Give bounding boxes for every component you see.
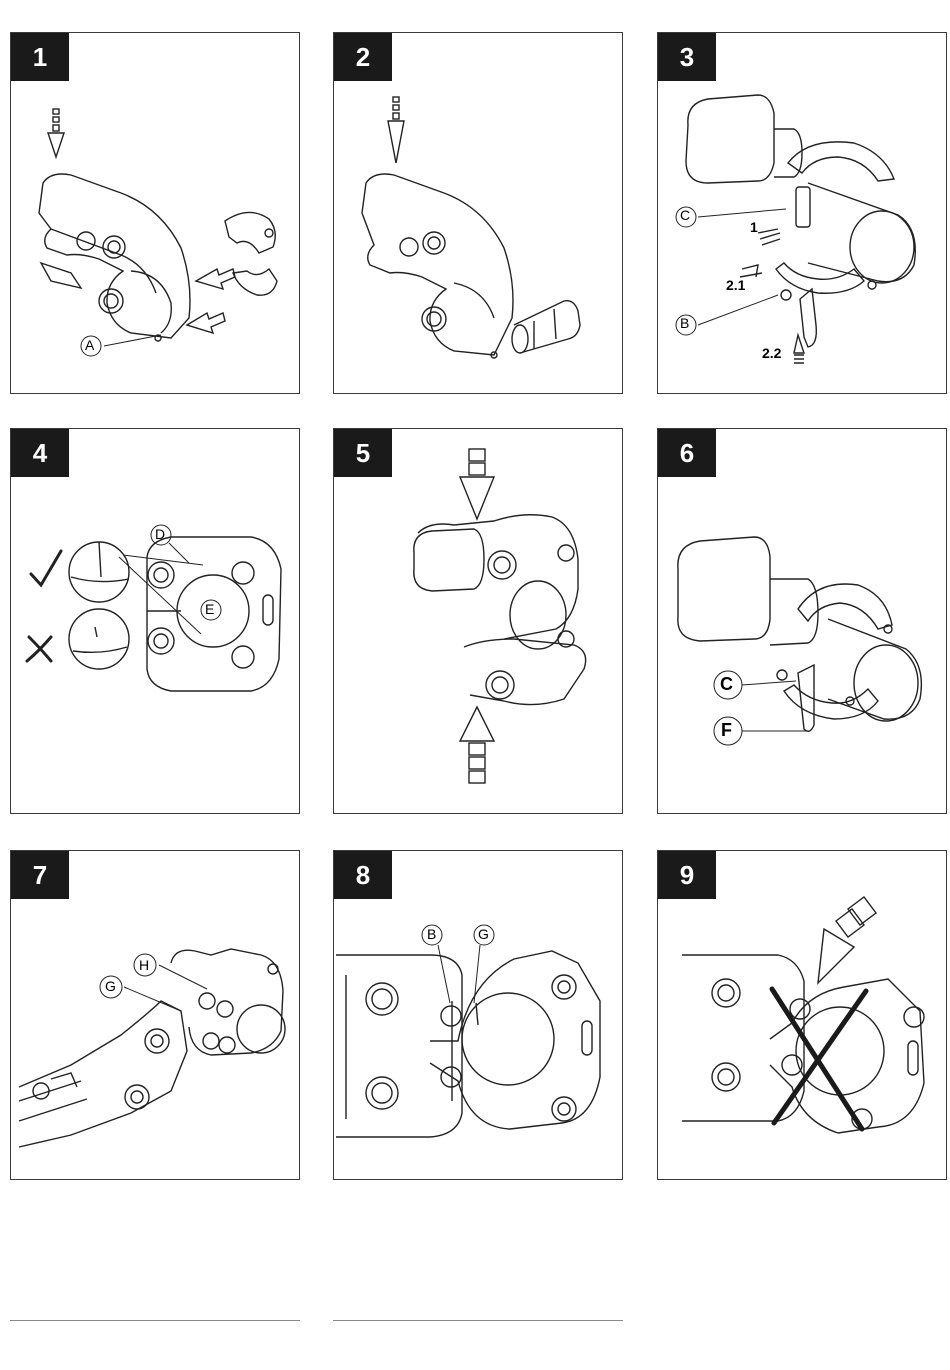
- callout-label-h: H: [139, 957, 149, 973]
- press-jaw-drawing: [362, 174, 513, 358]
- step-panel-5: 5: [333, 428, 623, 814]
- footer-divider-middle: [333, 1320, 623, 1321]
- step-panel-9: 9: [657, 850, 947, 1180]
- step-label-2-1: 2.1: [726, 277, 745, 293]
- down-arrow-icon: [388, 97, 404, 163]
- down-arrow-icon: [48, 109, 64, 157]
- press-ring-drawing: [171, 949, 285, 1055]
- footer-divider-left: [10, 1320, 300, 1321]
- checkmark-icon: [31, 551, 61, 585]
- step-panel-8: 8 B G: [333, 850, 623, 1180]
- press-tool-drawing: [682, 955, 804, 1121]
- step-panel-4: 4 D E: [10, 428, 300, 814]
- illustration-close-ring: [334, 429, 623, 814]
- step-label-2-2: 2.2: [762, 345, 781, 361]
- press-tool-drawing: [336, 955, 462, 1137]
- callout-label-e: E: [205, 601, 214, 617]
- callout-label-c: C: [720, 674, 733, 695]
- illustration-ring-on-pipe: [658, 33, 947, 394]
- magnifier-wrong: [69, 609, 129, 669]
- step-panel-1: 1 A: [10, 32, 300, 394]
- press-jaw-drawing: [39, 174, 190, 341]
- press-ring-drawing: [414, 515, 586, 705]
- step-panel-2: 2: [333, 32, 623, 394]
- callout-label-g: G: [105, 978, 116, 994]
- rotate-arrow-icon: [740, 229, 804, 363]
- illustration-ring-locked: [658, 429, 947, 814]
- callout-label-b: B: [680, 315, 689, 331]
- press-ring-drawing: [777, 584, 892, 731]
- up-arrow-icon: [460, 707, 494, 783]
- callout-label-g: G: [478, 926, 489, 942]
- step-panel-3: 3 C B 1 2.1 2.2: [657, 32, 947, 394]
- magnifier-correct: [69, 542, 129, 602]
- illustration-press-jaw-with-inserts: [334, 33, 623, 394]
- callout-label-d: D: [155, 526, 165, 542]
- diagonal-arrow-icon: [818, 897, 876, 983]
- step-panel-6: 6 C F: [657, 428, 947, 814]
- pipe-fitting-drawing: [512, 301, 580, 353]
- down-arrow-icon: [460, 449, 494, 519]
- insert-arrow-icon: [187, 269, 235, 333]
- prohibited-cross-icon: [772, 989, 866, 1129]
- step-label-1: 1: [750, 219, 758, 235]
- press-ring-drawing: [430, 951, 600, 1129]
- callout-label-f: F: [721, 720, 732, 741]
- step-panel-7: 7 H G: [10, 850, 300, 1180]
- cross-icon: [27, 637, 51, 661]
- press-tool-drawing: [19, 1001, 187, 1147]
- callout-label-a: A: [85, 337, 94, 353]
- illustration-press-jaw-insert-inserts: [11, 33, 300, 394]
- illustration-misalignment-prohibited: [658, 851, 947, 1180]
- pipe-drawing: [686, 95, 915, 283]
- illustration-marking-check: [11, 429, 300, 814]
- jaw-insert-drawing: [225, 212, 277, 295]
- press-ring-drawing: [776, 142, 894, 347]
- illustration-alignment-check: [334, 851, 623, 1180]
- callout-label-c: C: [680, 207, 690, 223]
- callout-label-b: B: [427, 926, 436, 942]
- illustration-tool-attach: [11, 851, 300, 1180]
